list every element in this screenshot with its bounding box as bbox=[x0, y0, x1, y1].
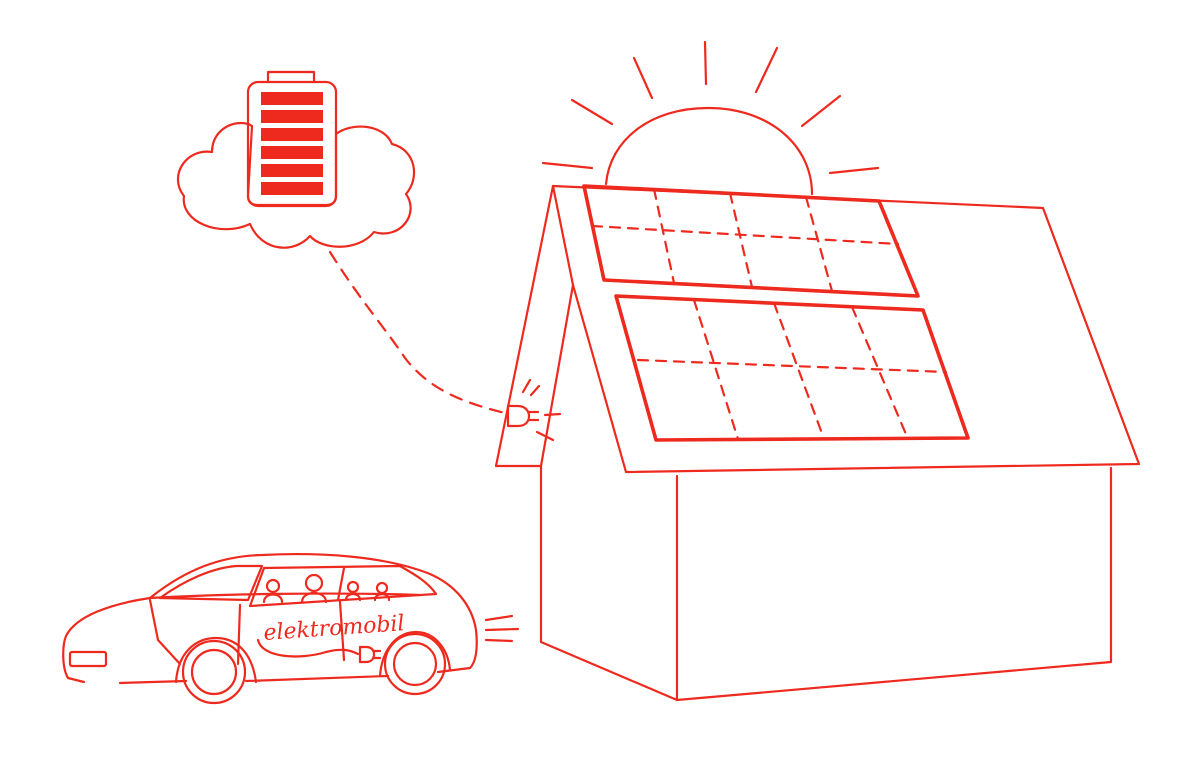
car-motion-lines bbox=[484, 614, 520, 643]
house-roof bbox=[551, 184, 1141, 474]
house-front-wall bbox=[539, 464, 679, 702]
battery-terminal bbox=[266, 70, 316, 84]
plug-sparks bbox=[521, 378, 562, 442]
car-label: elektromobil bbox=[263, 611, 406, 646]
car-body bbox=[62, 553, 478, 685]
car-plug-icon bbox=[358, 645, 382, 664]
car-icon bbox=[62, 553, 520, 705]
car-window-front bbox=[158, 564, 264, 602]
battery-charge-bars bbox=[261, 92, 323, 195]
plug-icon bbox=[506, 378, 562, 442]
solar-panel-bottom bbox=[614, 294, 970, 442]
battery-icon bbox=[246, 70, 338, 208]
house bbox=[494, 184, 1141, 702]
sun-icon bbox=[541, 40, 880, 196]
car-window-rear bbox=[248, 564, 438, 608]
house-side-wall bbox=[675, 466, 1113, 702]
sun-rays bbox=[541, 40, 880, 175]
car-wheel-front bbox=[174, 636, 258, 705]
solar-panel-top bbox=[582, 184, 920, 298]
energy-cable bbox=[328, 250, 507, 415]
car-headlight bbox=[68, 650, 108, 668]
sun-disc bbox=[604, 106, 814, 196]
car-wheel-rear bbox=[378, 630, 452, 696]
house-gable bbox=[494, 184, 575, 468]
battery-body bbox=[246, 80, 338, 208]
car-charging-cable bbox=[256, 638, 360, 658]
car-passengers bbox=[262, 573, 391, 604]
